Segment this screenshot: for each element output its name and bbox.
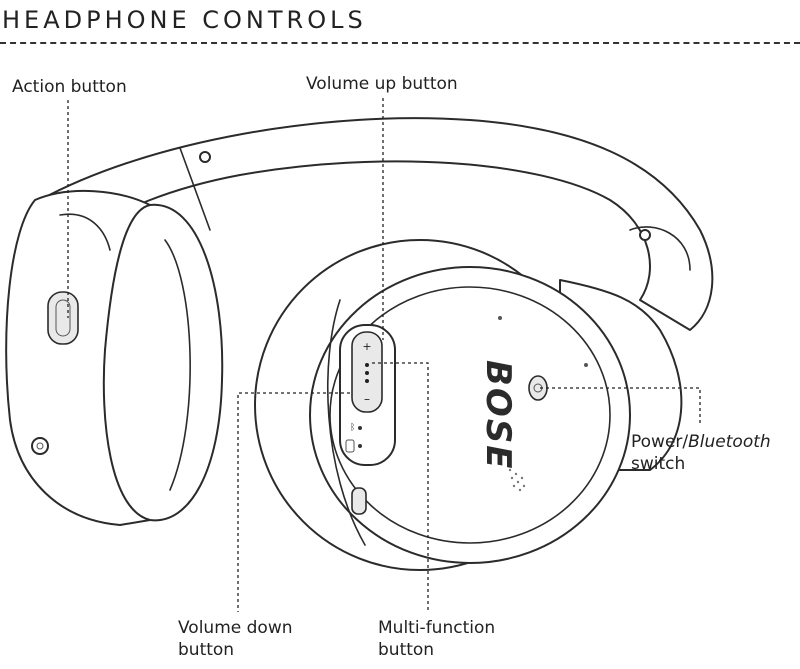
leader-lines: [67, 98, 701, 612]
minus-icon: –: [364, 392, 370, 406]
multi-function-button-label: Multi-function button: [378, 617, 495, 661]
left-port-icon: [31, 437, 49, 455]
right-earcup: + – ᛒ BOSE: [254, 239, 631, 571]
power-label-italic: Bluetooth: [688, 432, 771, 452]
power-label-suffix: switch: [631, 454, 686, 474]
title-divider: [0, 42, 800, 44]
usb-port: [351, 487, 367, 515]
action-button-shape: [47, 291, 79, 345]
volume-up-button-label: Volume up button: [306, 74, 458, 94]
action-button-label: Action button: [12, 77, 127, 97]
diagram-title: HEADPHONE CONTROLS: [2, 6, 367, 34]
power-bluetooth-switch: [528, 375, 548, 401]
left-earcup: [5, 189, 224, 526]
volume-down-line-1: Volume down: [178, 618, 293, 638]
multifunction-line-2: button: [378, 640, 435, 660]
headband-screw-icon: [199, 151, 211, 163]
volume-down-button-label: Volume down button: [178, 617, 293, 661]
power-label-prefix: Power/: [631, 432, 689, 452]
plus-icon: +: [362, 340, 371, 353]
power-bluetooth-switch-label: Power/Bluetooth switch: [631, 431, 771, 475]
multifunction-line-1: Multi-function: [378, 618, 496, 638]
headband: [39, 117, 714, 331]
bose-logo: BOSE: [478, 360, 518, 471]
volume-down-line-2: button: [178, 640, 235, 660]
bluetooth-icon: ᛒ: [350, 422, 355, 433]
headband-screw-icon: [639, 229, 651, 241]
multifunction-button-dot: [365, 363, 369, 367]
